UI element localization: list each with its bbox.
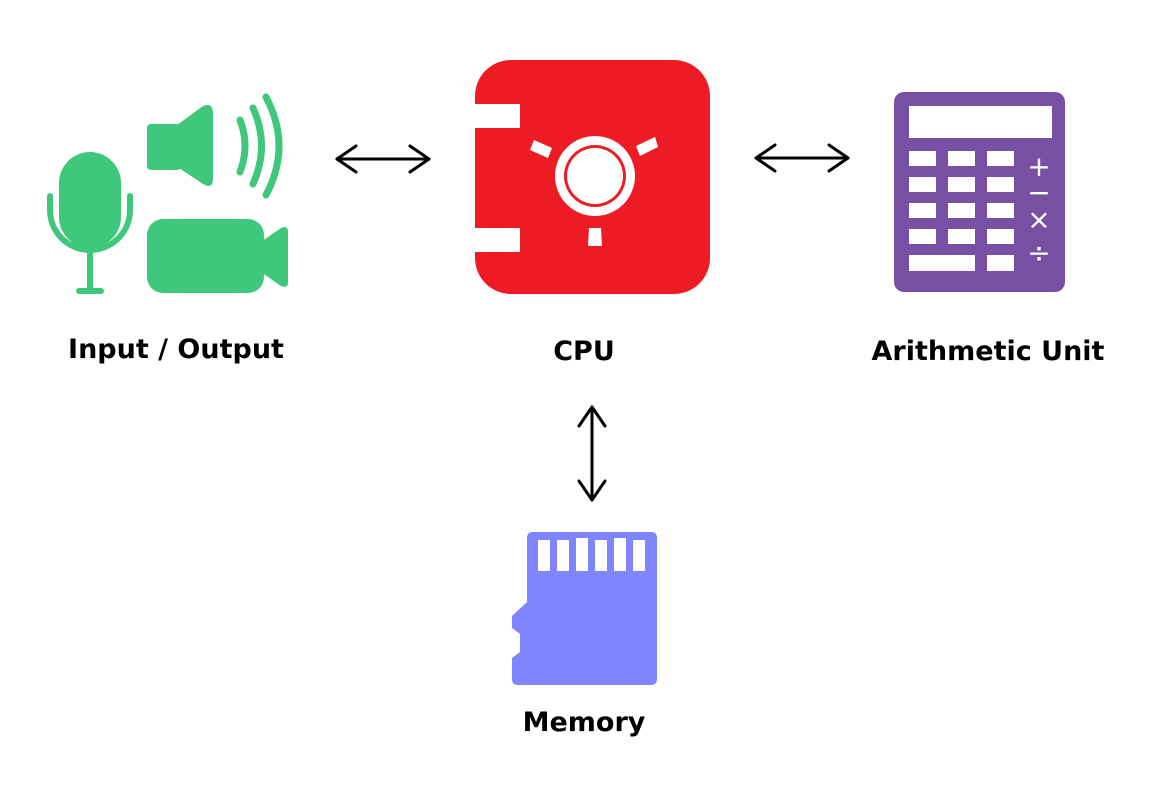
memory-label: Memory <box>522 707 646 738</box>
cpu-label: CPU <box>553 336 615 367</box>
arrow-cpu-alu <box>754 143 850 173</box>
video-camera-icon <box>147 219 288 293</box>
alu-label: Arithmetic Unit <box>871 336 1105 367</box>
microphone-icon <box>47 152 133 294</box>
calculator-icon: + − × ÷ <box>894 92 1065 292</box>
plus-symbol: + <box>1027 150 1050 183</box>
io-icon-group <box>47 93 288 294</box>
memory-card-icon <box>512 532 657 685</box>
io-label: Input / Output <box>68 334 284 365</box>
cpu-safe-icon <box>470 60 710 294</box>
arrow-cpu-memory <box>577 405 607 502</box>
divide-symbol: ÷ <box>1027 236 1050 269</box>
speaker-icon <box>147 93 283 199</box>
minus-symbol: − <box>1027 176 1050 209</box>
arrow-io-cpu <box>335 144 431 174</box>
times-symbol: × <box>1027 203 1050 236</box>
